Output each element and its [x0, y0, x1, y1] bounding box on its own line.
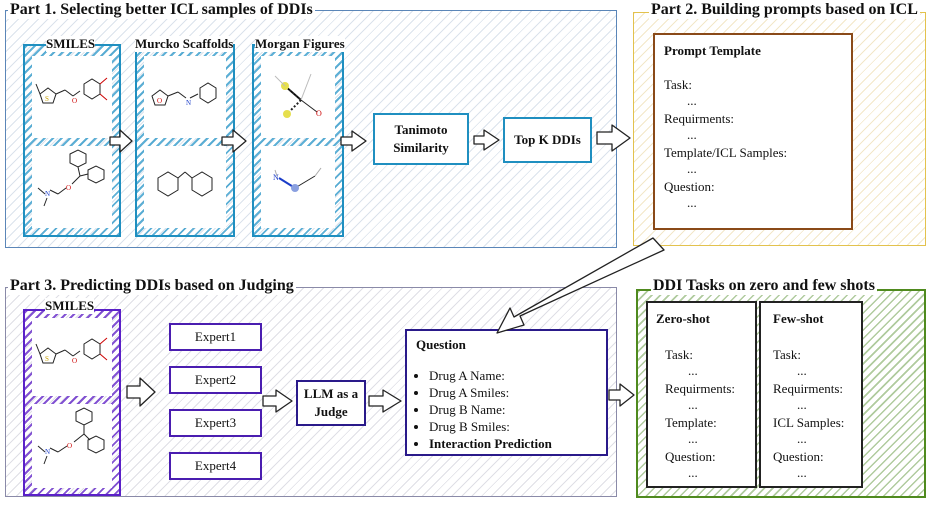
- zero-line: ...: [688, 465, 698, 480]
- svg-text:O: O: [157, 97, 162, 105]
- svg-text:N: N: [45, 448, 50, 456]
- few-line: Task:: [773, 347, 801, 362]
- template-line-ellipsis: ...: [687, 93, 697, 108]
- zero-line: ...: [688, 363, 698, 378]
- molecule-image-1: S O: [32, 56, 112, 138]
- arrow-right-icon: [368, 389, 402, 413]
- few-line: ...: [797, 363, 807, 378]
- top-k-ddis-box: Top K DDIs: [503, 117, 592, 163]
- template-line-requirments: Requirments:: [664, 111, 735, 126]
- scaffold-image-2: [144, 146, 226, 228]
- expert-box: Expert3: [169, 409, 262, 437]
- zero-shot-box: Zero-shot Task: ... Requirments: ... Tem…: [646, 301, 757, 488]
- arrow-right-icon: [221, 129, 247, 153]
- prompt-template-title: Prompt Template: [664, 43, 761, 58]
- question-box: Question Drug A Name: Drug A Smiles: Dru…: [405, 329, 608, 456]
- template-line-ellipsis: ...: [687, 127, 697, 142]
- tanimoto-similarity-box: Tanimoto Similarity: [373, 113, 469, 165]
- question-item: Drug A Smiles:: [429, 384, 552, 401]
- svg-text:N: N: [186, 99, 191, 107]
- prompt-template-box: Prompt Template Task: ... Requirments: .…: [653, 33, 853, 230]
- llm-judge-box: LLM as a Judge: [296, 380, 366, 426]
- svg-text:O: O: [66, 184, 71, 192]
- template-line-ellipsis: ...: [687, 195, 697, 210]
- zero-line: Template:: [665, 415, 717, 430]
- svg-text:O: O: [72, 357, 77, 365]
- arrow-right-icon: [473, 129, 500, 151]
- arrow-right-icon: [109, 129, 133, 153]
- few-shot-box: Few-shot Task: ... Requirments: ... ICL …: [759, 301, 863, 488]
- zero-line: ...: [688, 431, 698, 446]
- arrow-diagonal-icon: [496, 237, 665, 334]
- smiles-label: SMILES: [46, 36, 96, 52]
- few-line: ...: [797, 465, 807, 480]
- murcko-label: Murcko Scaffolds: [135, 36, 234, 52]
- expert-box: Expert4: [169, 452, 262, 480]
- part3-title: Part 3. Predicting DDIs based on Judging: [8, 277, 296, 295]
- template-line-icl-samples: Template/ICL Samples:: [664, 145, 788, 160]
- part2-title: Part 2. Building prompts based on ICL: [649, 1, 920, 19]
- arrow-right-icon: [608, 383, 635, 407]
- template-line-question: Question:: [664, 179, 715, 194]
- fingerprint-image-1: O: [261, 56, 335, 138]
- zero-shot-title: Zero-shot: [656, 311, 710, 326]
- smiles-label-part3: SMILES: [45, 298, 95, 314]
- svg-text:N: N: [45, 190, 50, 198]
- arrow-right-icon: [596, 124, 631, 152]
- few-shot-title: Few-shot: [773, 311, 824, 326]
- molecule-image-4: O N: [32, 404, 112, 488]
- few-line: Requirments:: [773, 381, 844, 396]
- expert-box: Expert1: [169, 323, 262, 351]
- question-item: Drug A Name:: [429, 367, 552, 384]
- arrow-right-icon: [126, 377, 156, 407]
- svg-text:S: S: [45, 95, 49, 103]
- question-title: Question: [416, 337, 466, 352]
- arrow-right-icon: [340, 130, 367, 152]
- svg-text:O: O: [67, 442, 72, 450]
- question-list: Drug A Name: Drug A Smiles: Drug B Name:…: [407, 367, 552, 452]
- question-item: Drug B Name:: [429, 401, 552, 418]
- svg-text:O: O: [316, 109, 322, 118]
- molecule-image-3: S O: [32, 318, 112, 396]
- question-item: Drug B Smiles:: [429, 418, 552, 435]
- few-line: Question:: [773, 449, 824, 464]
- fingerprint-image-2: N: [261, 146, 335, 228]
- zero-line: Question:: [665, 449, 716, 464]
- arrow-right-icon: [262, 389, 293, 413]
- svg-text:N: N: [273, 173, 279, 182]
- template-line-ellipsis: ...: [687, 161, 697, 176]
- part1-title: Part 1. Selecting better ICL samples of …: [8, 1, 315, 19]
- few-line: ...: [797, 397, 807, 412]
- svg-text:O: O: [72, 97, 77, 105]
- question-item-interaction: Interaction Prediction: [429, 435, 552, 452]
- tasks-title: DDI Tasks on zero and few shots: [651, 277, 877, 295]
- zero-line: Requirments:: [665, 381, 736, 396]
- few-line: ICL Samples:: [773, 415, 845, 430]
- zero-line: Task:: [665, 347, 693, 362]
- molecule-image-2: O N: [32, 146, 112, 228]
- svg-text:S: S: [45, 355, 49, 363]
- zero-line: ...: [688, 397, 698, 412]
- few-line: ...: [797, 431, 807, 446]
- template-line-task: Task:: [664, 77, 692, 92]
- expert-box: Expert2: [169, 366, 262, 394]
- scaffold-image-1: O N: [144, 56, 226, 138]
- morgan-label: Morgan Figures: [255, 36, 345, 52]
